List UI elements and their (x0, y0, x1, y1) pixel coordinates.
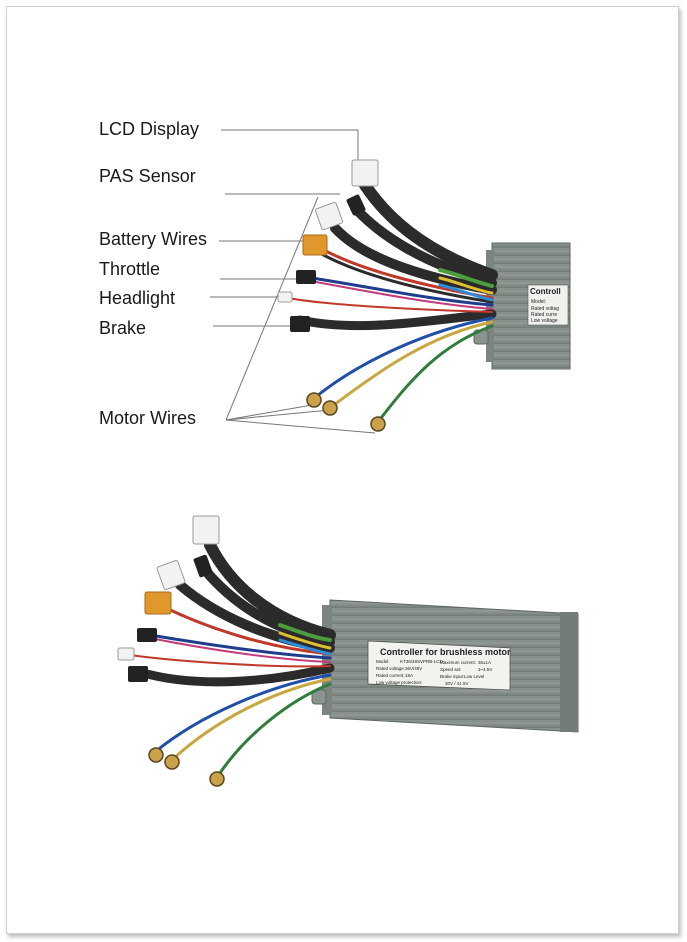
leader-motor-2 (225, 409, 331, 421)
leader-motor-1 (225, 404, 313, 421)
controller-top-line1: Model: (531, 299, 546, 305)
cb-r3c2: 30V / 41.5V (445, 681, 469, 686)
cb-r0c0: Model: (376, 659, 390, 664)
lcd-connector (351, 159, 379, 187)
controller-top-line4: Low voltage (531, 318, 558, 324)
cb-r0c1: KT36/48SVPRB-LCD (400, 659, 444, 664)
cb-r1c0: Rated voltage: (376, 666, 405, 671)
battery-connector (302, 234, 328, 256)
motor-ring-1 (306, 392, 322, 408)
cable-bundle-top (282, 179, 498, 424)
cb-r1c1: 36V/48V (405, 666, 422, 671)
cb-r2c0: Rated current: (376, 673, 405, 678)
controller-top-title: Controll (530, 287, 561, 296)
cb-r0c2: Maximum current: (440, 660, 476, 665)
cb-r1c2: Speed set: (440, 667, 462, 672)
motor-ring-2 (322, 400, 338, 416)
label-throttle: Throttle (99, 259, 161, 279)
connectors-top (277, 159, 386, 432)
throttle-connector (296, 270, 316, 284)
leader-lines (210, 129, 376, 434)
label-battery-wires: Battery Wires (99, 229, 208, 249)
cb-r3c0: Low voltage protection: (376, 680, 422, 685)
brake-connector (290, 316, 310, 332)
cb-r1c3: 3~4.5V (478, 667, 492, 672)
label-headlight: Headlight (99, 288, 176, 308)
cb-r2c2: Brake input:Low Level (440, 674, 484, 679)
controller-top-line2: Rated voltag (531, 306, 559, 312)
cb-r0c3: 36±1A (478, 660, 491, 665)
leader-motor-3 (225, 419, 376, 434)
motor-ring-3 (370, 416, 386, 432)
leader-motor-4 (225, 196, 319, 421)
label-pas-sensor: PAS Sensor (99, 166, 196, 186)
cb-r2c1: 18A (405, 673, 413, 678)
connectors-bottom (117, 515, 225, 787)
label-brake: Brake (99, 318, 147, 338)
leader-lcd (221, 129, 359, 160)
label-lcd-display: LCD Display (99, 119, 200, 139)
headlight-connector (277, 291, 293, 303)
controller-bottom: Controller for brushless motor Model: KT… (311, 599, 579, 733)
cable-bundle-bottom (129, 539, 336, 778)
controller-bottom-title: Controller for brushless motor (380, 647, 511, 657)
image-frame (6, 6, 679, 934)
controller-top-line3: Rated curre (531, 312, 557, 318)
pas-connector (314, 201, 344, 231)
label-motor-wires: Motor Wires (99, 408, 197, 428)
